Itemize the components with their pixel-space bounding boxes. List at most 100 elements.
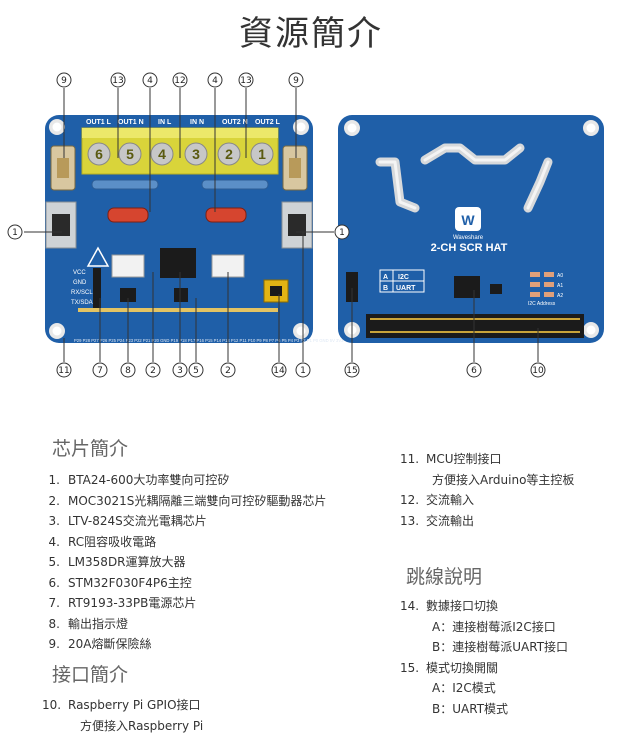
callout-circle: 4 — [207, 72, 223, 88]
list-item: 4.RC阻容吸收電路 — [48, 534, 157, 549]
svg-text:13: 13 — [240, 76, 251, 86]
svg-text:1: 1 — [12, 228, 18, 238]
list-item: 14.數據接口切換 — [400, 599, 499, 613]
callouts — [24, 88, 539, 362]
svg-text:3: 3 — [177, 366, 183, 376]
callout-circle: 6 — [466, 362, 482, 378]
callout-circle: 2 — [220, 362, 236, 378]
callout-circle: 1 — [334, 224, 350, 240]
terminal-label: OUT1 N — [118, 119, 144, 126]
list-item: 11.MCU控制接口 — [400, 452, 502, 466]
pin-label: GND — [73, 280, 87, 286]
list-item-sub: B：連接樹莓派UART接口 — [432, 640, 569, 654]
svg-text:4: 4 — [147, 76, 153, 86]
screw-digit: 5 — [126, 146, 134, 162]
list-item-sub: 方便接入Raspberry Pi — [80, 718, 204, 733]
sw-uart-label: UART — [396, 285, 416, 292]
page-title: 資源簡介 — [239, 14, 383, 54]
svg-text:6: 6 — [471, 366, 477, 376]
svg-text:5: 5 — [193, 366, 199, 376]
svg-text:10: 10 — [532, 366, 544, 376]
list-item: 12.交流輸入 — [400, 493, 475, 507]
list-item: 1.BTA24-600大功率雙向可控矽 — [48, 473, 230, 487]
callout-circle: 10 — [530, 362, 546, 378]
callout-circle: 12 — [172, 72, 188, 88]
callout-circle: 8 — [120, 362, 136, 378]
interface-list: 10.Raspberry Pi GPIO接口 方便接入Raspberry Pi — [42, 695, 203, 736]
callout-circle: 9 — [288, 72, 304, 88]
screw-digit: 3 — [192, 146, 200, 162]
list-item-sub: A：連接樹莓派I2C接口 — [432, 619, 556, 634]
svg-text:W: W — [461, 212, 475, 228]
terminal-label: OUT2 L — [255, 119, 281, 126]
callout-circle: 9 — [56, 72, 72, 88]
callout-circle: 3 — [172, 362, 188, 378]
callout-circle: 15 — [344, 362, 360, 378]
screw-digit: 2 — [225, 146, 233, 162]
list-item: 7.RT9193-33PB電源芯片 — [48, 596, 197, 610]
svg-text:2: 2 — [225, 366, 231, 376]
svg-text:15: 15 — [346, 366, 357, 376]
back-board: W Waveshare 2-CH SCR HAT A B I2C UART A0… — [338, 115, 604, 343]
list-item: 2.MOC3021S光耦隔離三端雙向可控矽驅動器芯片 — [48, 493, 327, 508]
svg-text:1: 1 — [300, 366, 306, 376]
jumper-list: 14.數據接口切換 A：連接樹莓派I2C接口 B：連接樹莓派UART接口 15.… — [400, 596, 568, 719]
svg-text:11: 11 — [58, 366, 69, 376]
interface-list-right: 11.MCU控制接口 方便接入Arduino等主控板 12.交流輸入 13.交流… — [400, 449, 574, 531]
terminal-label: IN L — [158, 119, 172, 126]
product-label: 2-CH SCR HAT — [431, 242, 508, 254]
list-item: 9.20A熔斷保險絲 — [48, 637, 152, 651]
addr-pin-label: A2 — [557, 293, 563, 299]
callout-circle: 11 — [56, 362, 72, 378]
sw-i2c-label: I2C — [398, 274, 409, 281]
switch-a-label: A — [383, 274, 388, 281]
list-item-sub: 方便接入Arduino等主控板 — [432, 472, 575, 487]
terminal-label: OUT2 N — [222, 119, 248, 126]
svg-text:7: 7 — [97, 366, 103, 376]
terminal-label: OUT1 L — [86, 119, 112, 126]
list-item-sub: B：UART模式 — [432, 701, 509, 716]
list-item: 8.輸出指示燈 — [48, 616, 129, 631]
callout-circle: 13 — [238, 72, 254, 88]
list-item: 6.STM32F030F4P6主控 — [48, 575, 192, 590]
addr-pin-label: A1 — [557, 283, 563, 289]
list-item: 13.交流輸出 — [400, 513, 475, 528]
pin-label: RX/SCL — [71, 290, 93, 296]
callout-circle: 1 — [7, 224, 23, 240]
screw-digit: 1 — [258, 146, 266, 162]
callout-circle: 7 — [92, 362, 108, 378]
screw-digit: 4 — [158, 146, 166, 162]
section-heading-interface: 接口簡介 — [52, 664, 129, 686]
svg-text:12: 12 — [174, 76, 185, 86]
svg-text:13: 13 — [112, 76, 123, 86]
callout-circle: 14 — [271, 362, 287, 378]
i2c-address-label: I2C Address — [528, 301, 556, 307]
svg-text:14: 14 — [273, 366, 285, 376]
screw-digit: 6 — [95, 146, 103, 162]
callout-circle: 13 — [110, 72, 126, 88]
pin-label: TX/SDA — [71, 300, 93, 306]
svg-text:9: 9 — [293, 76, 299, 86]
header-text: P29 P28 P27 P26 P25 P24 P23 P22 P21 P20 … — [74, 338, 344, 343]
callout-circle: 2 — [145, 362, 161, 378]
pin-label: VCC — [73, 270, 86, 276]
list-item: 3.LTV-824S交流光電耦芯片 — [48, 514, 207, 528]
svg-text:9: 9 — [61, 76, 67, 86]
list-item: 5.LM358DR運算放大器 — [48, 555, 186, 569]
addr-pin-label: A0 — [557, 273, 563, 279]
callout-circle: 1 — [295, 362, 311, 378]
section-heading-jumper: 跳線說明 — [406, 566, 483, 588]
callout-circle: 4 — [142, 72, 158, 88]
svg-text:1: 1 — [339, 228, 345, 238]
front-board: OUT1 L OUT1 N IN L IN N OUT2 N OUT2 L 6 … — [45, 115, 344, 343]
board-figure: OUT1 L OUT1 N IN L IN N OUT2 N OUT2 L 6 … — [7, 72, 604, 378]
callout-circle: 5 — [188, 362, 204, 378]
section-heading-chip: 芯片簡介 — [52, 438, 129, 460]
brand-label: Waveshare — [453, 235, 484, 241]
list-item: 10.Raspberry Pi GPIO接口 — [42, 698, 201, 712]
chip-list: 1.BTA24-600大功率雙向可控矽 2.MOC3021S光耦隔離三端雙向可控… — [42, 470, 327, 655]
svg-text:2: 2 — [150, 366, 156, 376]
list-item-sub: A：I2C模式 — [432, 681, 496, 695]
list-item: 15.模式切換開關 — [400, 660, 499, 675]
svg-text:8: 8 — [125, 366, 131, 376]
